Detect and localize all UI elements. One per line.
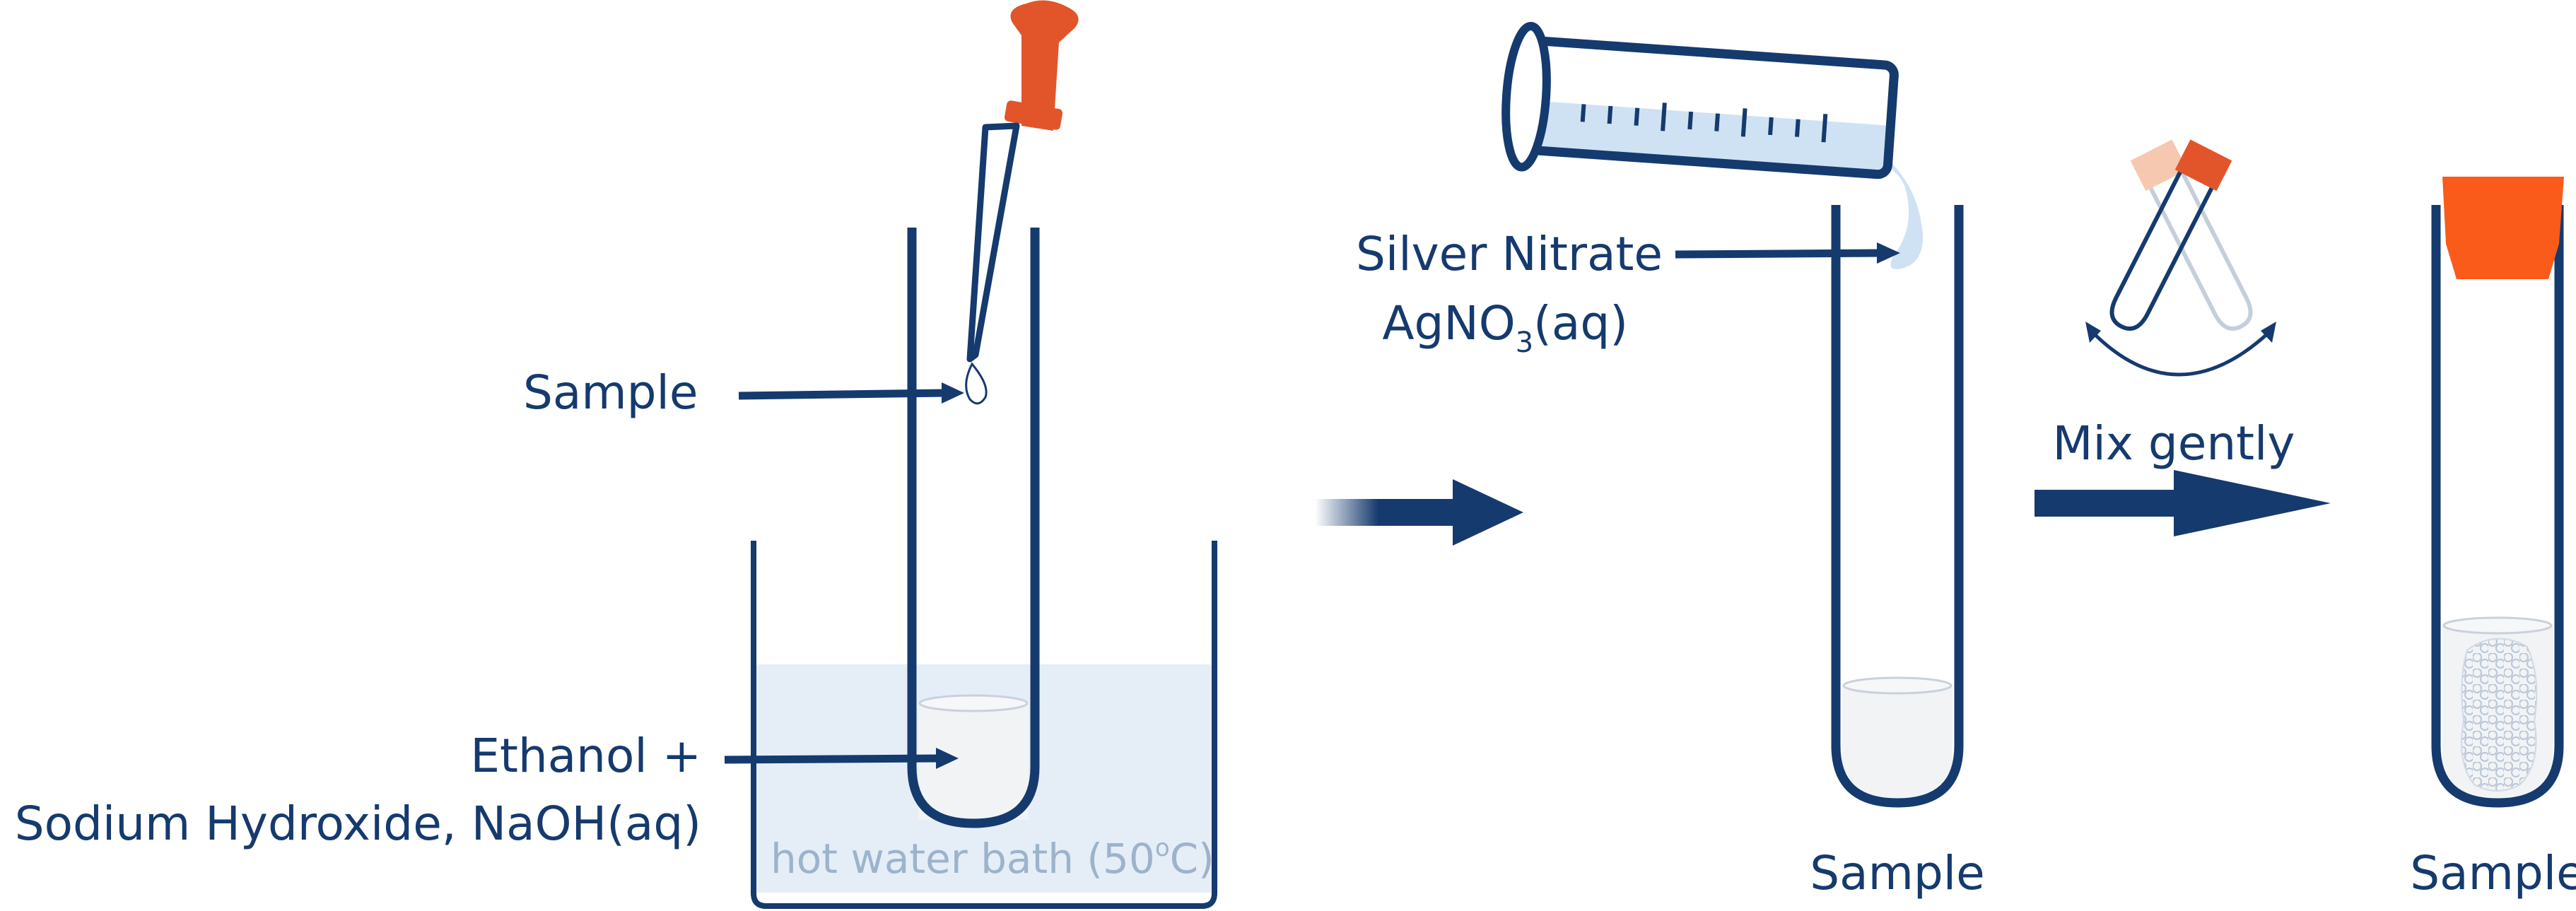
precipitate — [2461, 637, 2538, 792]
sample-label-step2: Sample — [1810, 846, 1984, 900]
silver-nitrate-formula: AgNO3(aq) — [1382, 296, 1628, 359]
mix-gently-label: Mix gently — [2053, 416, 2295, 471]
dropper-collar — [1004, 100, 1063, 130]
mixing-tubes — [2085, 139, 2276, 377]
curved-arrow-head-right — [2261, 322, 2276, 343]
cylinder-graduations — [1580, 102, 1828, 143]
ethanol-label: Ethanol + — [470, 729, 701, 783]
tube-2-meniscus — [1842, 676, 1953, 695]
stopper-icon — [2130, 139, 2188, 192]
stopper-icon — [2174, 139, 2232, 192]
step-arrow-2 — [2035, 470, 2331, 536]
dropper-tube — [966, 122, 1020, 363]
mix-tube-right — [2109, 139, 2232, 331]
graduated-cylinder-icon — [1501, 21, 1899, 180]
sample-label-step1: Sample — [523, 365, 698, 420]
beaker-icon — [751, 541, 1217, 909]
silver-nitrate-pointer-arrow — [1675, 242, 1900, 264]
tube-1-meniscus — [918, 694, 1029, 712]
sodium-hydroxide-label: Sodium Hydroxide, NaOH(aq) — [15, 797, 701, 851]
mix-tube-left — [2130, 139, 2253, 331]
drop — [965, 362, 988, 405]
arrow-icon — [1453, 479, 1523, 546]
stopper-icon — [2442, 177, 2564, 279]
step-arrow-1 — [1315, 479, 1523, 546]
tube-2-liquid — [1842, 686, 1953, 774]
test-tube-2 — [1831, 205, 1964, 808]
sample-label-step3: Sample — [2410, 846, 2576, 900]
curved-arrow-icon — [2091, 331, 2271, 377]
pour-stream — [1838, 147, 1924, 269]
test-tube-icon — [907, 228, 1040, 828]
curved-arrow-head-left — [2085, 322, 2101, 343]
cylinder-base — [1501, 21, 1551, 172]
graduated-cylinder — [1501, 21, 1924, 269]
sample-pointer-arrow — [738, 382, 964, 404]
dropper-bulb — [1010, 0, 1079, 131]
silver-nitrate-label: Silver Nitrate — [1356, 227, 1663, 281]
dropper-icon — [965, 0, 1079, 405]
test-tube-icon — [2431, 205, 2564, 808]
test-tube-icon — [1831, 205, 1964, 808]
cylinder-liquid — [1534, 100, 1891, 174]
test-tube-3 — [2431, 177, 2564, 808]
bath-label: hot water bath (50oC) — [771, 834, 1214, 883]
tube-2-liquid-bottom — [1842, 749, 1953, 799]
ethanol-pointer-arrow — [724, 748, 959, 769]
tube-3-meniscus — [2442, 616, 2553, 635]
